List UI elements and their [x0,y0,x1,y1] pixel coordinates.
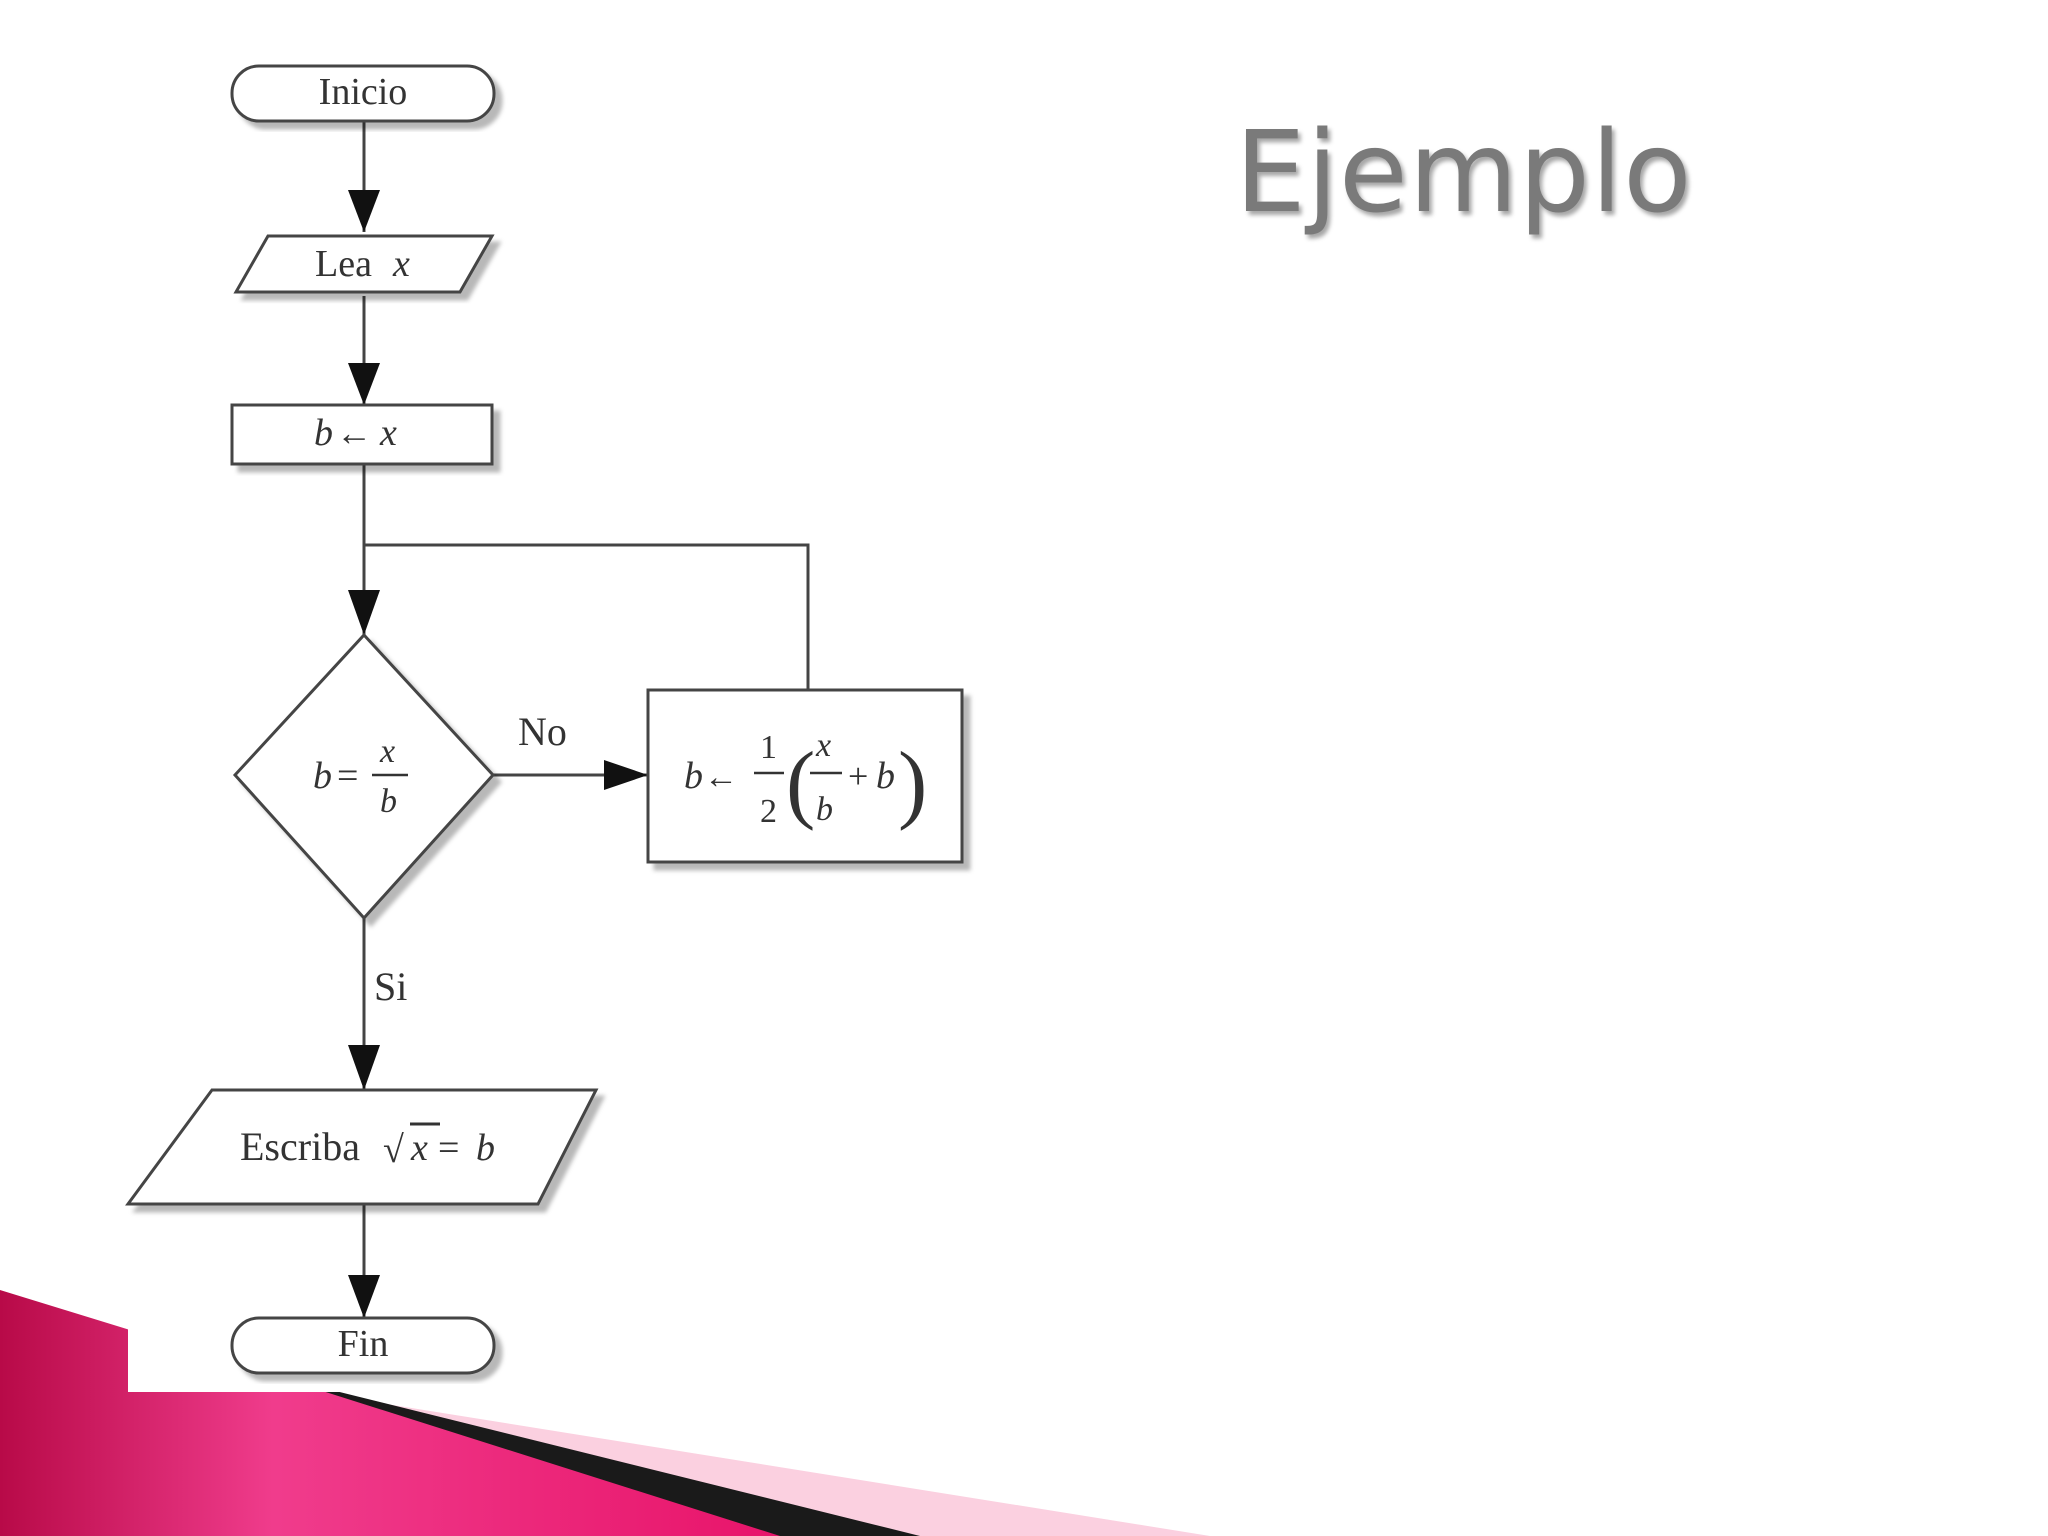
update-lhs: b [684,755,703,797]
start-label: Inicio [319,71,408,113]
decision-eq: = [337,755,358,797]
output-label: Escriba [240,1124,360,1169]
decision-lhs: b [313,755,332,797]
assign-rhs: x [379,412,397,454]
start-terminal [230,64,496,123]
slide-title: Ejemplo [1235,108,1693,238]
assign-box [230,403,494,466]
output-sqrt: √ [383,1129,404,1171]
branch-no-label: No [518,709,567,754]
branch-yes-label: Si [374,964,407,1009]
update-half-num: 1 [760,729,777,766]
update-x: x [815,727,831,764]
arrowhead [348,1045,380,1090]
output-parallelogram [125,1088,599,1206]
arrowhead [604,760,648,790]
end-label: Fin [338,1323,389,1365]
arrowhead [348,1275,380,1318]
arrowhead [348,190,380,232]
decision-diamond [232,632,496,921]
loop-back-line [364,543,810,690]
update-box [646,688,964,864]
connectors [348,122,810,1318]
decision-den: b [380,783,397,820]
input-var: x [392,243,410,285]
update-b: b [876,755,895,797]
input-label: Lea [315,243,372,285]
arrowhead [348,590,380,635]
update-paren-close: ) [898,735,927,832]
update-half-den: 2 [760,793,777,830]
assign-lhs: b [314,412,333,454]
output-b: b [476,1127,495,1169]
output-eq: = [438,1127,459,1169]
arrowhead [348,363,380,405]
update-paren-open: ( [786,735,815,832]
input-parallelogram [233,234,495,294]
assign-arrow: ← [336,413,372,453]
update-arrow: ← [704,759,738,796]
decision-num: x [379,733,395,770]
output-x: x [410,1127,428,1169]
update-plus: + [848,756,868,796]
update-b-den: b [816,791,833,828]
end-terminal [230,1316,496,1375]
